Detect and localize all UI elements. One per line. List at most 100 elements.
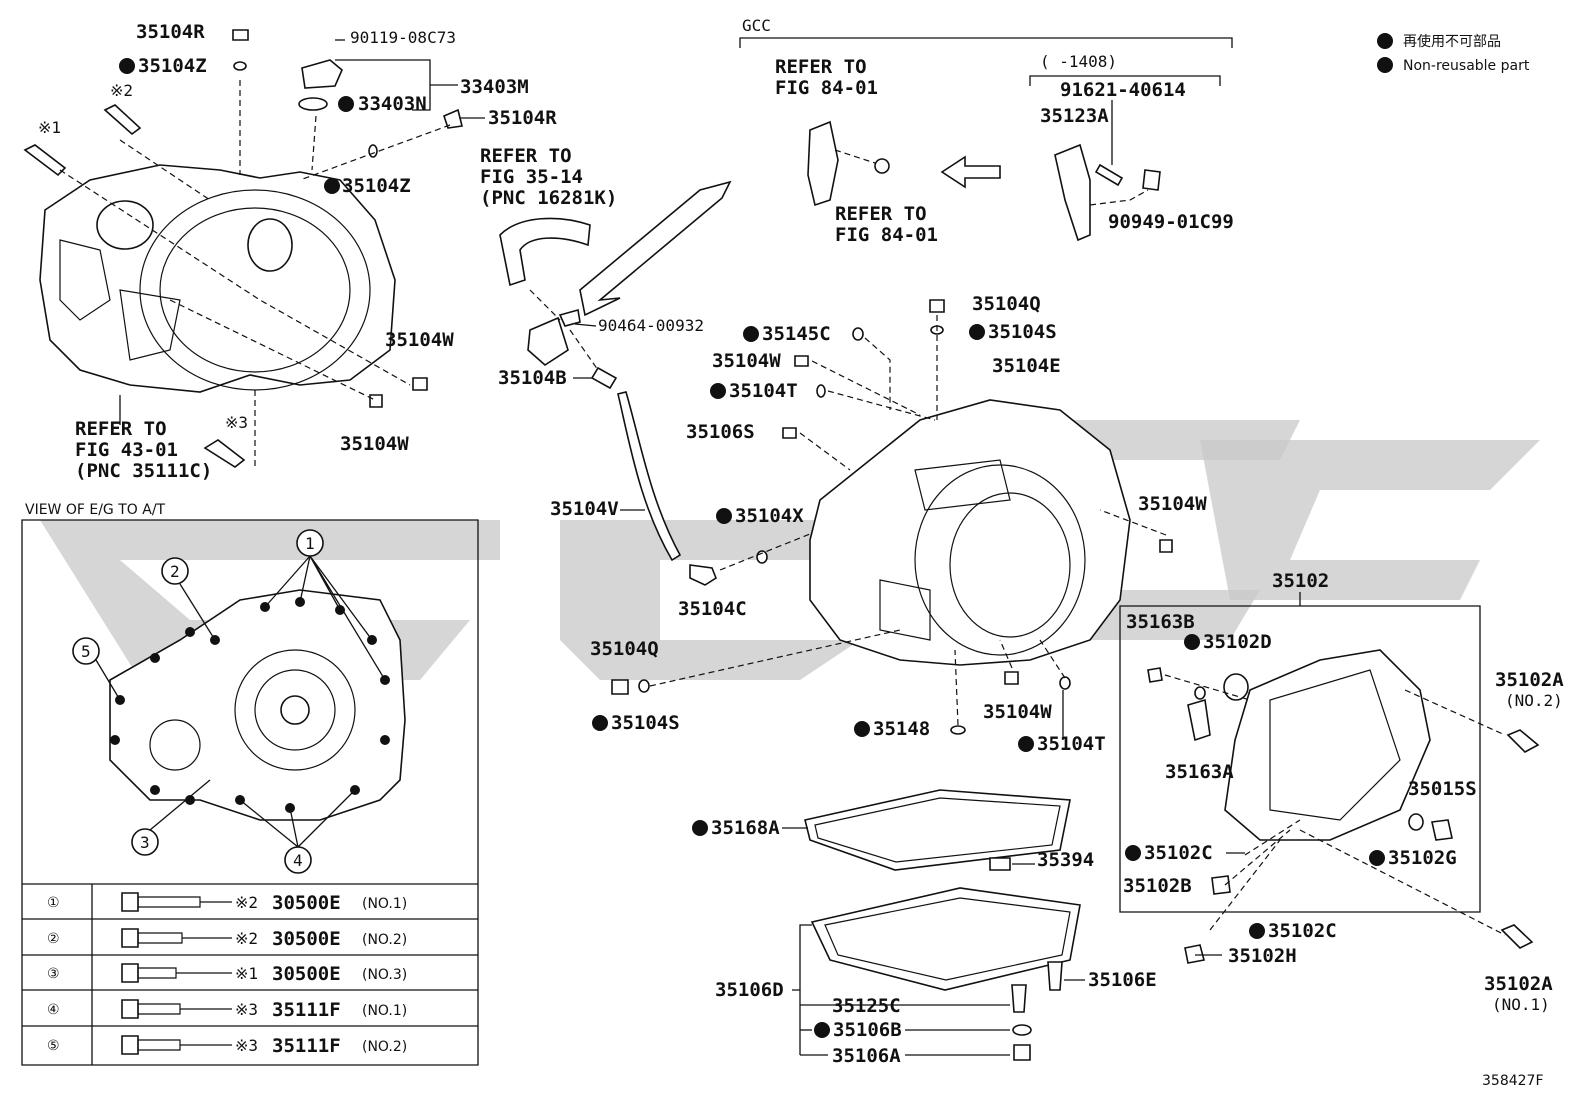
transaxle-assembly: 35104R 35104Z 90119-08C73 33403M 33403N … xyxy=(23,21,557,482)
callout-3: 3 xyxy=(140,833,150,852)
part-label-35163b: 35163B xyxy=(1126,611,1195,633)
row-part: 35111F xyxy=(272,999,341,1021)
view-panel: VIEW OF E/G TO A/T 1 2 3 4 5 xyxy=(21,502,479,1066)
part-label-35104c: 35104C xyxy=(678,598,747,620)
part-label-35102d: 35102D xyxy=(1203,631,1272,653)
part-label-35102a-2: 35102A xyxy=(1484,973,1553,995)
oil-pan-group: 35168A 35394 35106D 35106E 35125C 35106B… xyxy=(692,789,1157,1067)
gcc-bolt-label: 91621-40614 xyxy=(1060,79,1186,101)
view-title: VIEW OF E/G TO A/T xyxy=(25,502,166,518)
row-no: (NO.1) xyxy=(362,896,407,912)
callout-4: 4 xyxy=(293,851,303,870)
row-mark: ※3 xyxy=(235,1000,258,1019)
refer-fig: FIG 43-01 xyxy=(75,439,178,461)
bolt-table: ① ※2 30500E (NO.1) ② ※2 30500E (NO.2) ③ … xyxy=(47,892,407,1057)
gcc-group: GCC ( -1408) REFER TO FIG 84-01 REFER TO… xyxy=(739,16,1234,246)
gcc-refer-fig: FIG 84-01 xyxy=(775,77,878,99)
part-label-90119: 90119-08C73 xyxy=(350,28,456,47)
callout-1: 1 xyxy=(305,534,315,553)
part-label-35104w-c: 35104W xyxy=(712,350,781,372)
row-mark: ※2 xyxy=(235,929,258,948)
row-no: (NO.1) xyxy=(362,1003,407,1019)
transmission-case: 35104Q 35104S 35145C 35104W 35104E 35104… xyxy=(590,293,1207,755)
part-label-35104z: 35104Z xyxy=(138,55,207,77)
row-number: ① xyxy=(47,895,60,911)
hose-group: REFER TO FIG 35-14 (PNC 16281K) 90464-00… xyxy=(480,145,821,620)
part-label-35104r: 35104R xyxy=(136,21,205,43)
row-part: 30500E xyxy=(272,892,341,914)
part-label-35102c-2: 35102C xyxy=(1268,920,1337,942)
part-label-35102a-no1: (NO.1) xyxy=(1492,995,1550,1014)
part-label-35102b: 35102B xyxy=(1123,875,1192,897)
legend: 再使用不可部品 Non-reusable part xyxy=(1377,33,1530,74)
row-number: ④ xyxy=(47,1002,60,1018)
part-label-35104z-2: 35104Z xyxy=(342,175,411,197)
gcc-bracket-label: 35123A xyxy=(1040,105,1109,127)
row-part: 30500E xyxy=(272,963,341,985)
hose-refer-fig: FIG 35-14 xyxy=(480,166,583,188)
part-label-35102c: 35102C xyxy=(1144,842,1213,864)
row-mark: ※3 xyxy=(235,1036,258,1055)
part-label-35106s: 35106S xyxy=(686,421,755,443)
non-reusable-dot-icon xyxy=(1377,57,1393,73)
part-label-35102g: 35102G xyxy=(1388,847,1457,869)
row-number: ③ xyxy=(47,966,60,982)
part-label-35104e: 35104E xyxy=(992,355,1061,377)
hose-refer-label: REFER TO xyxy=(480,145,572,167)
gcc-label: GCC xyxy=(742,16,771,35)
row-number: ② xyxy=(47,931,60,947)
legend-english: Non-reusable part xyxy=(1403,58,1530,74)
pan-washer-label: 35106B xyxy=(833,1019,902,1041)
row-part: 30500E xyxy=(272,928,341,950)
note-mark-2: ※2 xyxy=(110,81,133,100)
row-no: (NO.2) xyxy=(362,932,407,948)
diagram-code: 358427F xyxy=(1482,1073,1544,1089)
part-label-35104r-2: 35104R xyxy=(488,107,557,129)
hose-refer-pnc: (PNC 16281K) xyxy=(480,187,617,209)
part-label-35104q-2: 35104Q xyxy=(590,638,659,660)
part-label-35102h: 35102H xyxy=(1228,945,1297,967)
pan-plug-label: 35125C xyxy=(832,995,901,1017)
refer-label: REFER TO xyxy=(75,418,167,440)
row-mark: ※2 xyxy=(235,893,258,912)
note-mark-1: ※1 xyxy=(38,118,61,137)
part-label-35104w-r: 35104W xyxy=(1138,493,1207,515)
callout-2: 2 xyxy=(170,562,180,581)
part-label-35145c: 35145C xyxy=(762,323,831,345)
note-mark-3: ※3 xyxy=(225,413,248,432)
legend-japanese: 再使用不可部品 xyxy=(1403,33,1501,50)
part-label-35104w-2: 35104W xyxy=(340,433,409,455)
row-no: (NO.3) xyxy=(362,967,407,983)
cover-group-label: 35102 xyxy=(1272,570,1329,592)
part-label-35104b: 35104B xyxy=(498,367,567,389)
part-label-35104q: 35104Q xyxy=(972,293,1041,315)
part-label-35148: 35148 xyxy=(873,718,930,740)
part-label-35104t: 35104T xyxy=(729,380,798,402)
part-label-35163a: 35163A xyxy=(1165,761,1234,783)
part-label-33403m: 33403M xyxy=(460,76,529,98)
gcc-clip-label: 90949-01C99 xyxy=(1108,211,1234,233)
row-no: (NO.2) xyxy=(362,1039,407,1055)
part-label-35015s: 35015S xyxy=(1408,778,1477,800)
part-label-35104v: 35104V xyxy=(550,498,619,520)
pan-label: 35106D xyxy=(715,979,784,1001)
part-label-35102a-no2: (NO.2) xyxy=(1505,691,1563,710)
part-label-35102a: 35102A xyxy=(1495,669,1564,691)
non-reusable-dot-icon xyxy=(1377,33,1393,49)
part-label-35104s-2: 35104S xyxy=(611,712,680,734)
hose-clamp-label: 90464-00932 xyxy=(598,316,704,335)
part-label-35104w: 35104W xyxy=(385,329,454,351)
part-label-35104x: 35104X xyxy=(735,505,804,527)
pan-magnet-label: 35394 xyxy=(1037,849,1094,871)
pan-drain-label: 35106A xyxy=(832,1045,901,1067)
gcc-refer-fig-2: FIG 84-01 xyxy=(835,224,938,246)
gcc-date-range: ( -1408) xyxy=(1040,52,1117,71)
cover-group: 35102 35163B 35102D 35163A 35102A (NO.2)… xyxy=(1119,570,1564,1014)
row-mark: ※1 xyxy=(235,964,258,983)
gcc-refer-label-2: REFER TO xyxy=(835,203,927,225)
part-label-35104t-2: 35104T xyxy=(1037,733,1106,755)
refer-pnc: (PNC 35111C) xyxy=(75,460,212,482)
pan-gasket-label: 35168A xyxy=(711,817,780,839)
part-label-33403n: 33403N xyxy=(358,93,427,115)
